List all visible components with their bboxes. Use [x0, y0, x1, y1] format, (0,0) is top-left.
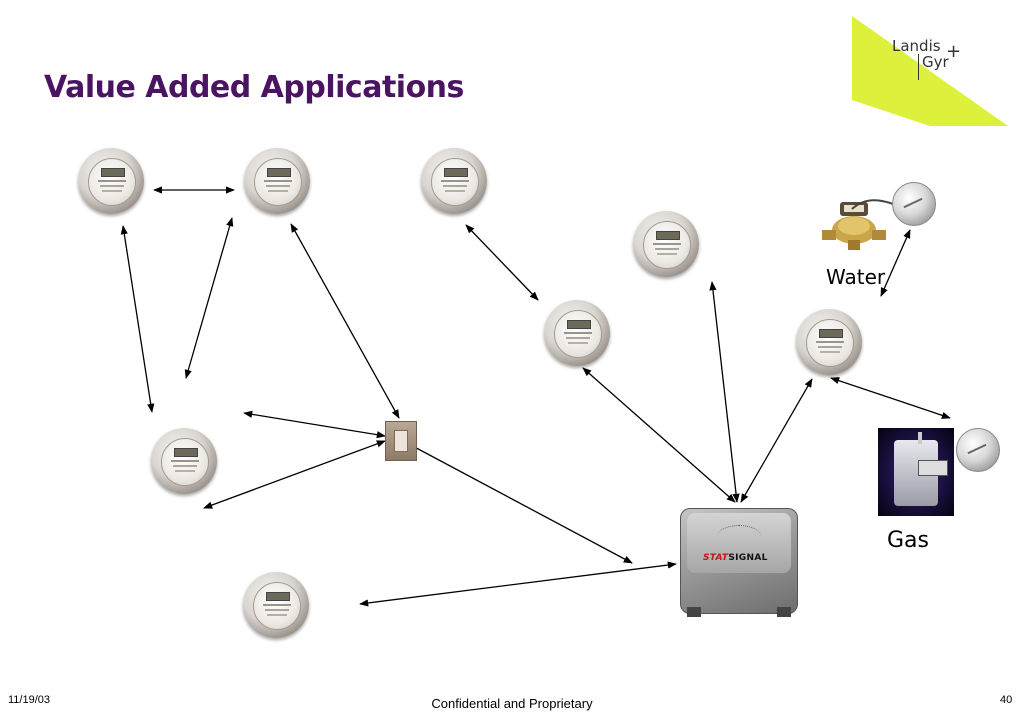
- footer-page-number: 40: [1000, 694, 1013, 706]
- electric-meter-2: [244, 148, 310, 214]
- electric-meter-6: [633, 211, 699, 277]
- gas-module-sphere: [956, 428, 1000, 472]
- link-collector-m6: [709, 281, 740, 503]
- link-repeater-collector: [406, 442, 633, 564]
- link-m2-repeater: [290, 223, 400, 419]
- brand-signal: SIGNAL: [728, 553, 768, 563]
- link-collector-m8: [740, 378, 813, 503]
- gas-meter-image: [878, 428, 954, 516]
- electric-meter-5: [243, 572, 309, 638]
- link-m8-gas: [830, 377, 951, 419]
- electric-meter-8: [796, 309, 862, 375]
- electric-meter-1: [78, 148, 144, 214]
- link-m2-mid: [184, 217, 234, 379]
- electric-meter-4: [151, 428, 217, 494]
- collector-brand: STATSIGNAL: [703, 553, 768, 563]
- link-repeater-lower: [203, 440, 386, 509]
- link-m3-m7: [465, 224, 539, 301]
- collector-unit: STATSIGNAL: [680, 508, 798, 617]
- landis-gyr-logo-shape: [852, 16, 1008, 126]
- electric-meter-7: [544, 300, 610, 366]
- logo-divider: [918, 54, 919, 80]
- link-m1-m5: [120, 225, 155, 413]
- footer-confidential: Confidential and Proprietary: [431, 696, 593, 711]
- water-module-sphere: [892, 182, 936, 226]
- link-m9-collector: [359, 561, 677, 607]
- repeater-device: [385, 421, 417, 461]
- brand-stat: STAT: [703, 553, 729, 563]
- logo-landis: Landis: [892, 37, 941, 55]
- logo-gyr: Gyr: [922, 53, 949, 71]
- electric-meter-3: [421, 148, 487, 214]
- logo-plus: +: [946, 41, 962, 62]
- footer-date: 11/19/03: [8, 694, 51, 706]
- gas-label: Gas: [887, 528, 929, 553]
- link-collector-m7: [582, 367, 736, 503]
- water-label: Water: [826, 265, 886, 289]
- link-m8-water: [880, 229, 911, 297]
- slide-title: Value Added Applications: [44, 70, 464, 105]
- link-repeater-upper: [243, 410, 386, 439]
